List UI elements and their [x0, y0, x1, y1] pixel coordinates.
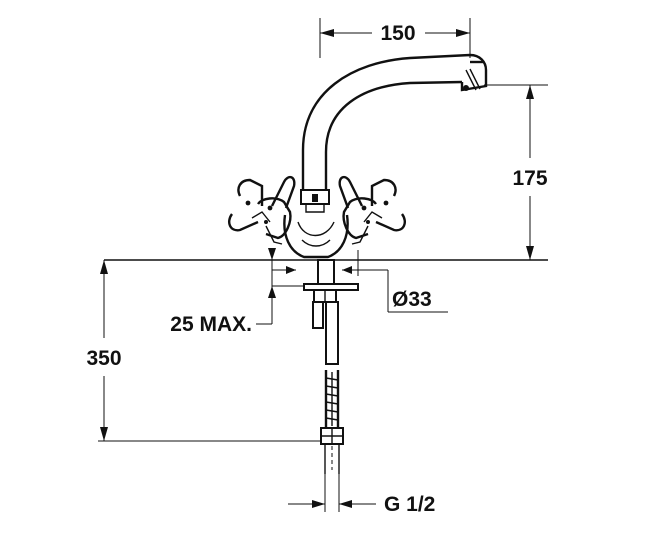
connection-thread-label: G 1/2	[384, 493, 435, 516]
hose-length-label: 350	[86, 347, 121, 370]
right-cross-handle[interactable]	[338, 175, 406, 245]
spout-reach-label: 150	[380, 22, 415, 45]
deck-thickness-dimension: 25 MAX.	[170, 248, 310, 336]
spout-collar	[300, 189, 330, 213]
left-cross-handle[interactable]	[228, 175, 296, 245]
deck-thickness-label: 25 MAX.	[170, 313, 252, 336]
flexible-hose	[320, 370, 344, 474]
mounting-shank	[303, 259, 359, 365]
spout-height-label: 175	[512, 167, 547, 190]
spout	[301, 53, 488, 190]
hose-length-dimension: 350	[86, 260, 320, 442]
base-diameter-label: Ø33	[392, 288, 432, 311]
connection-thread-dimension: G 1/2	[288, 474, 435, 516]
spout-reach-dimension: 150	[319, 18, 471, 58]
faucet-body	[283, 214, 349, 259]
spout-height-dimension: 175	[484, 84, 548, 260]
